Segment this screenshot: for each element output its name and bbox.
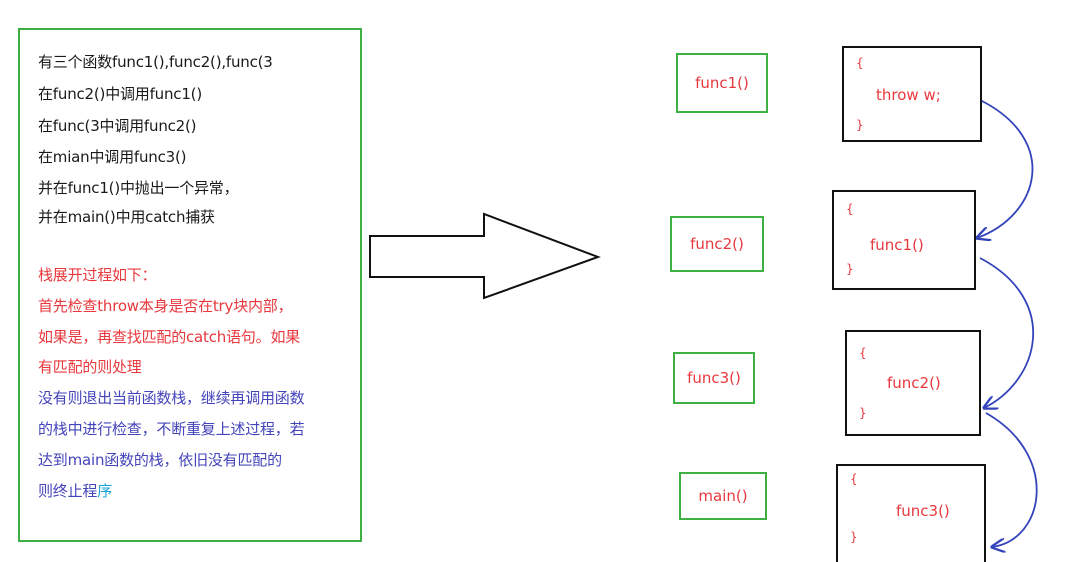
desc-line-1: 有三个函数func1(),func2(),func(3 [38, 53, 273, 71]
desc-line-2: 在func2()中调用func1() [38, 85, 202, 103]
desc-line-14: 则终止程序 [38, 481, 112, 501]
description-box: 有三个函数func1(),func2(),func(3 在func2()中调用f… [18, 28, 362, 542]
code-box-main: { func3() } [836, 464, 986, 562]
desc-line-12: 的栈中进行检查，不断重复上述过程，若 [38, 420, 305, 438]
desc-line-10: 有匹配的则处理 [38, 358, 142, 376]
label-func3: func3() [673, 352, 755, 404]
func3-body: func2() [887, 374, 941, 392]
label-func2: func2() [670, 216, 764, 272]
main-close-brace: } [850, 530, 858, 544]
label-func3-text: func3() [687, 369, 741, 387]
main-body: func3() [896, 502, 950, 520]
label-func1-text: func1() [695, 74, 749, 92]
curve-func1-to-func2 [977, 99, 1034, 238]
func3-close-brace: } [859, 406, 867, 420]
desc-line-14-end: 序 [97, 482, 113, 500]
func1-close-brace: } [856, 118, 864, 132]
label-func1: func1() [676, 53, 768, 113]
code-box-func2: { func1() } [832, 190, 976, 290]
label-func2-text: func2() [690, 235, 744, 253]
desc-line-7: 栈展开过程如下： [38, 266, 157, 284]
main-open-brace: { [850, 472, 858, 486]
func2-body: func1() [870, 236, 924, 254]
code-box-func3: { func2() } [845, 330, 981, 436]
desc-line-3: 在func(3中调用func2() [38, 117, 197, 135]
code-box-func1: { throw w; } [842, 46, 982, 142]
func2-close-brace: } [846, 262, 854, 276]
label-main: main() [679, 472, 767, 520]
desc-line-5: 并在func1()中抛出一个异常， [38, 179, 239, 197]
func1-body: throw w; [876, 86, 941, 104]
desc-line-11: 没有则退出当前函数栈，继续再调用函数 [38, 389, 305, 407]
big-arrow-icon [369, 212, 601, 300]
func2-open-brace: { [846, 202, 854, 216]
desc-line-14-main: 则终止程 [38, 482, 98, 500]
desc-line-6: 并在main()中用catch捕获 [38, 208, 215, 226]
func1-open-brace: { [856, 56, 864, 70]
func3-open-brace: { [859, 346, 867, 360]
label-main-text: main() [698, 487, 748, 505]
curve-func2-to-func3 [979, 257, 1034, 408]
curve-func3-to-main [985, 412, 1038, 547]
desc-line-4: 在mian中调用func3() [38, 148, 187, 166]
desc-line-8: 首先检查throw本身是否在try块内部， [38, 297, 293, 315]
desc-line-9: 如果是，再查找匹配的catch语句。如果 [38, 328, 301, 346]
desc-line-13: 达到main函数的栈，依旧没有匹配的 [38, 451, 282, 469]
